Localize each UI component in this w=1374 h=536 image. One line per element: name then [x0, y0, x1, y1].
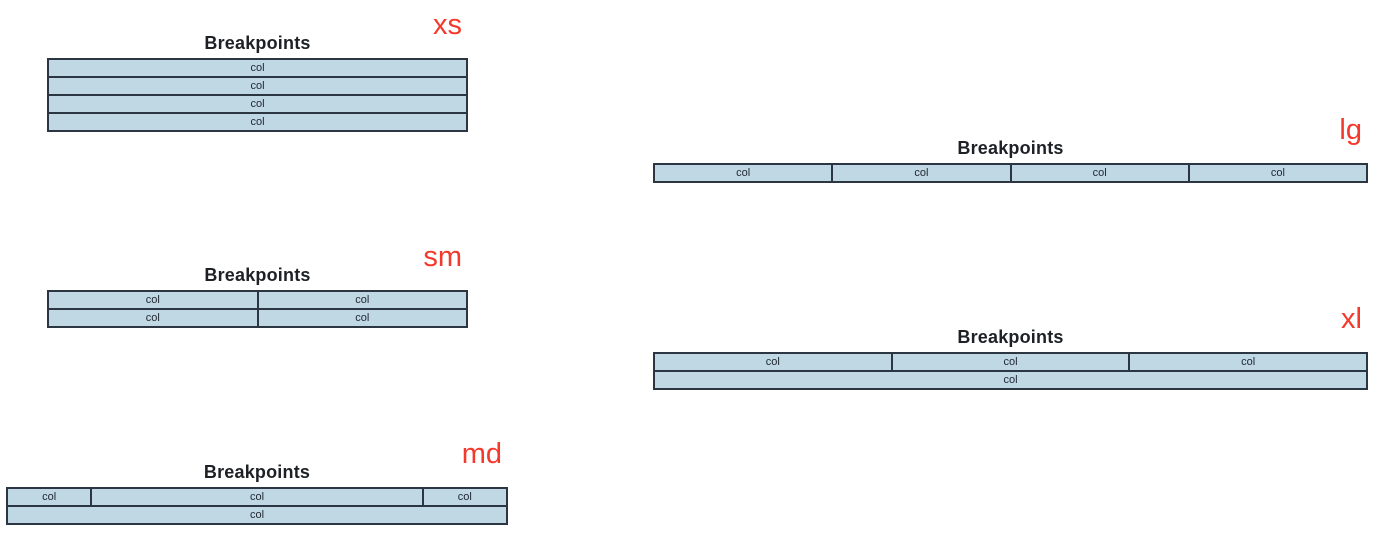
breakpoints-title-md: Breakpoints: [203, 462, 311, 482]
grid-row: col: [655, 370, 1366, 388]
breakpoints-title-xl: Breakpoints: [957, 327, 1064, 347]
breakpoint-label-xl: xl: [1341, 303, 1362, 335]
grid-row: col: [49, 112, 466, 130]
grid-row: col: [8, 505, 506, 523]
grid-col-cell: col: [1187, 165, 1366, 181]
grid-xs: col col col col: [47, 58, 468, 132]
grid-col-cell: col: [49, 114, 466, 130]
breakpoints-title-lg: Breakpoints: [957, 138, 1064, 158]
breakpoint-label-xs: xs: [433, 9, 462, 41]
grid-col-cell: col: [831, 165, 1010, 181]
grid-col-cell: col: [1128, 354, 1367, 370]
breakpoint-label-lg: lg: [1339, 114, 1362, 146]
grid-col-cell: col: [49, 292, 257, 308]
breakpoint-label-md: md: [461, 438, 502, 470]
breakpoint-label-sm: sm: [423, 241, 462, 273]
grid-row: col: [49, 94, 466, 112]
grid-col-cell: col: [890, 354, 1129, 370]
grid-col-cell: col: [49, 310, 257, 326]
grid-col-cell: col: [49, 60, 466, 76]
grid-row: col: [49, 60, 466, 76]
grid-col-cell: col: [8, 507, 506, 523]
breakpoints-title-xs: Breakpoints: [204, 33, 311, 53]
grid-col-cell: col: [421, 489, 506, 505]
grid-row: col: [49, 76, 466, 94]
grid-col-cell: col: [90, 489, 422, 505]
breakpoints-title-sm: Breakpoints: [204, 265, 311, 285]
grid-col-cell: col: [655, 354, 891, 370]
grid-col-cell: col: [655, 372, 1366, 388]
grid-col-cell: col: [49, 78, 466, 94]
grid-col-cell: col: [655, 165, 832, 181]
grid-col-cell: col: [256, 310, 466, 326]
grid-col-cell: col: [8, 489, 91, 505]
grid-col-cell: col: [49, 96, 466, 112]
grid-col-cell: col: [256, 292, 466, 308]
grid-col-cell: col: [1009, 165, 1188, 181]
